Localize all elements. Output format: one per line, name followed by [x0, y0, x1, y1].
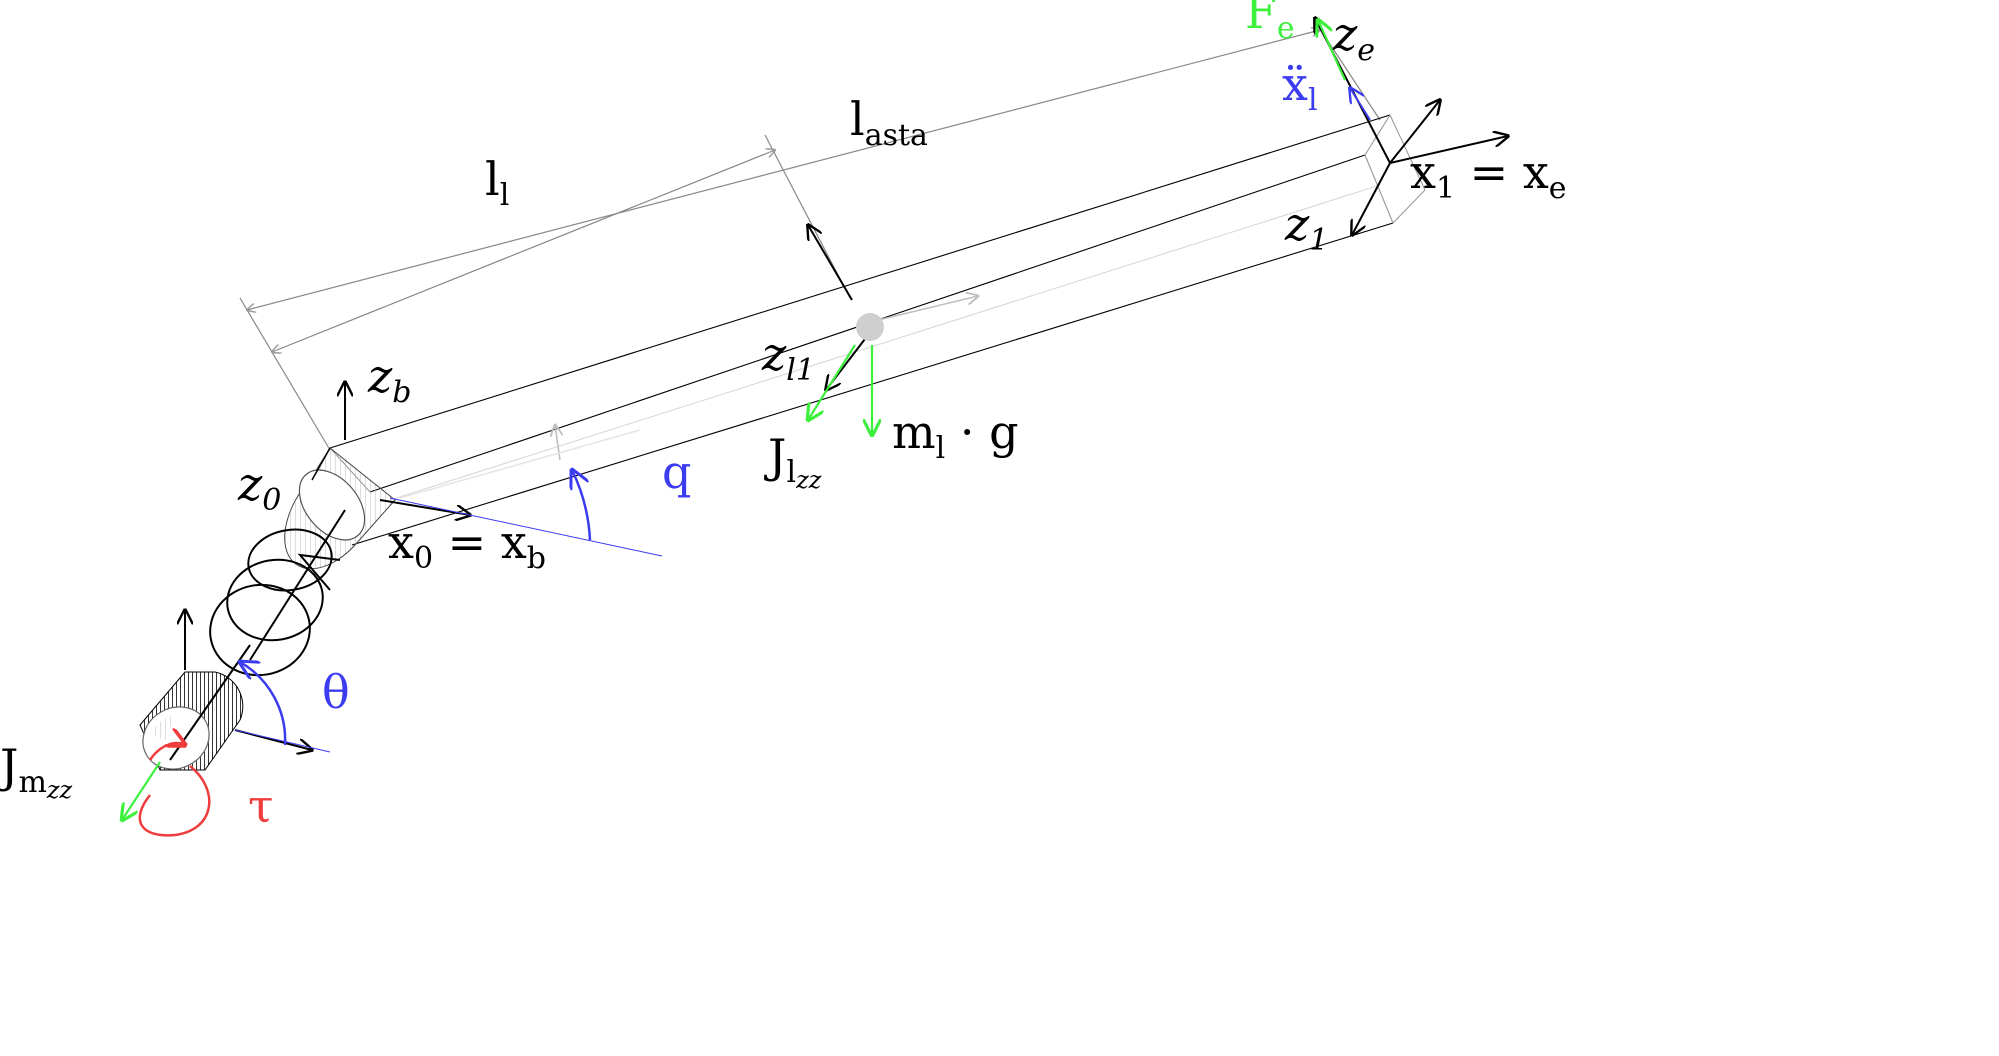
label-z-b: zb — [367, 349, 411, 410]
label-l-l: ll — [485, 152, 509, 213]
axes-gray — [399, 296, 978, 499]
label-z-l1: zl1 — [761, 327, 815, 388]
dim-ll-line — [272, 150, 775, 352]
green-annotations — [122, 20, 1347, 820]
x1-axis — [1389, 136, 1508, 164]
label-z-e: ze — [1332, 7, 1375, 68]
label-tau: τ — [248, 779, 273, 833]
dim-lasta-line — [247, 30, 1320, 310]
xddot-arrow — [1350, 88, 1371, 121]
labels: lasta ll zb z0 x0 = xb q zl1 ml · g Jlzz… — [0, 0, 1567, 833]
label-z-1: z1 — [1284, 197, 1328, 258]
dim-extension-base — [239, 297, 331, 451]
label-z-0: z0 — [237, 457, 281, 518]
base-joint-cylinder — [284, 447, 396, 570]
motor-cylinder — [139, 671, 244, 771]
q-reference-line — [389, 497, 663, 557]
theta-reference-line — [234, 729, 331, 753]
label-j-lzz: Jlzz — [764, 429, 822, 494]
jmzz-arrow — [122, 761, 161, 820]
fe-arrow — [1318, 20, 1347, 81]
label-x1-eq-xe: x1 = xe — [1410, 145, 1567, 206]
z1-axis — [1352, 162, 1391, 235]
x-0-axis — [379, 499, 470, 515]
label-x0-eq-xb: x0 = xb — [388, 515, 546, 576]
x1-up-axis — [1389, 100, 1440, 164]
tau-arc — [138, 743, 211, 837]
blue-annotations — [234, 88, 1371, 753]
q-arc — [572, 470, 592, 541]
z-0-axis — [249, 509, 346, 661]
z-l1-up-axis — [808, 225, 853, 301]
center-of-mass-dot — [856, 313, 884, 341]
theta-arc — [240, 662, 287, 746]
label-xddot-l: ẍl — [1282, 57, 1318, 118]
label-f-e: Fe — [1245, 0, 1295, 46]
label-l-asta: lasta — [850, 92, 928, 153]
jlzz-arrow — [808, 344, 856, 420]
label-q: q — [662, 445, 691, 499]
label-ml-g: ml · g — [892, 405, 1019, 466]
label-j-mzz: Jmzz — [0, 739, 73, 804]
label-theta: θ — [322, 665, 350, 719]
